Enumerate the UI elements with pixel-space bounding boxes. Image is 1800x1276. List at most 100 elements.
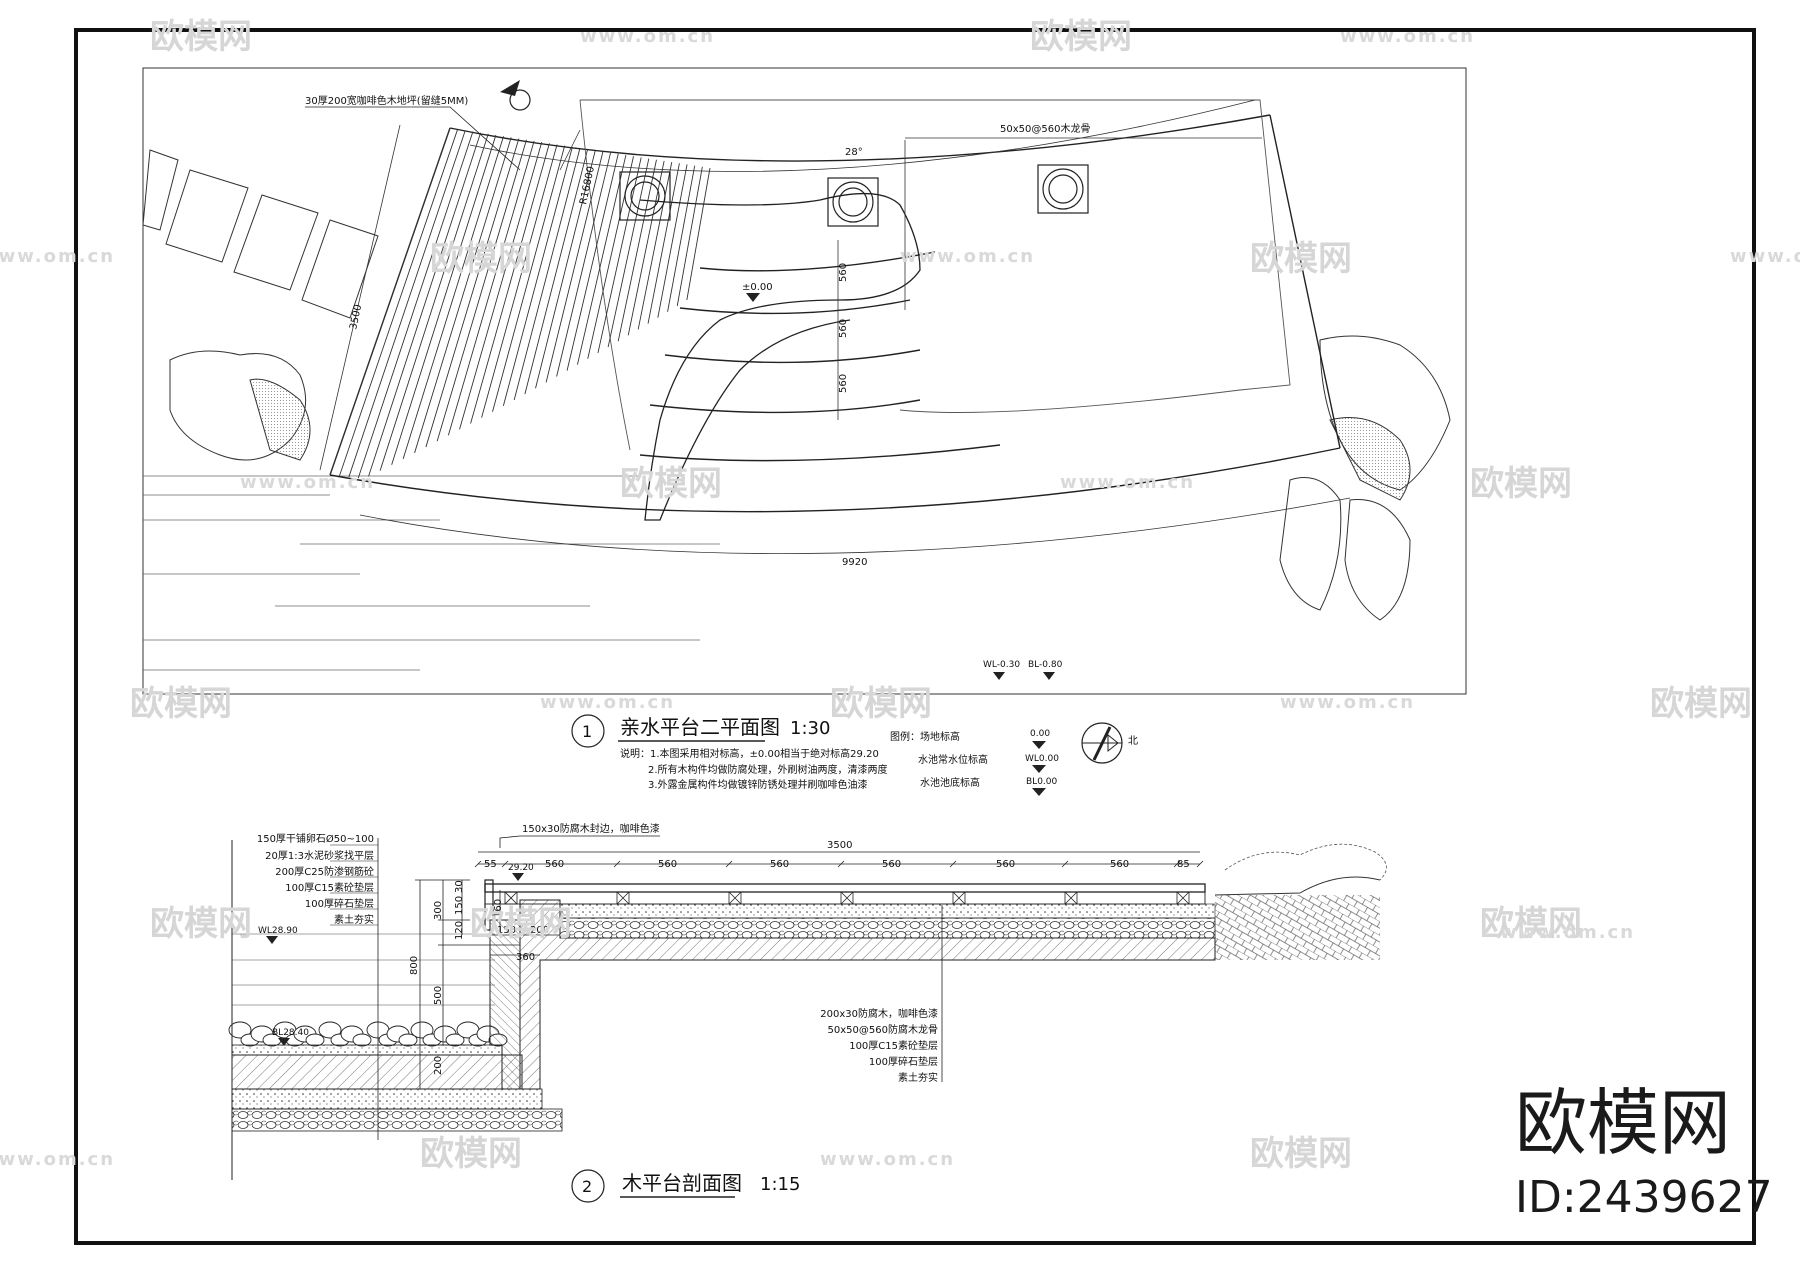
deck-board xyxy=(502,146,573,406)
edge-note: 150x30防腐木封边，咖啡色漆 xyxy=(522,822,660,835)
section-scale: 1:15 xyxy=(760,1174,800,1195)
deck-board xyxy=(576,154,627,365)
wl-mark xyxy=(993,672,1005,680)
plan-scale: 1:30 xyxy=(790,718,830,739)
concrete-slab xyxy=(231,1054,523,1090)
joist xyxy=(840,891,854,905)
watermark-site: www.om.cn xyxy=(0,246,115,267)
right-layer-2: 50x50@560防腐木龙骨 xyxy=(828,1023,938,1036)
decking-leader xyxy=(305,106,521,171)
deck-board xyxy=(657,164,688,318)
right-layer-5: 素土夯实 xyxy=(898,1071,938,1084)
watermark-brand: 欧模网 xyxy=(1250,1134,1352,1174)
watermark-site: www.om.cn xyxy=(240,472,375,493)
watermark-site: www.om.cn xyxy=(1280,692,1415,713)
water-lines xyxy=(143,475,720,671)
vdim-120: 120 xyxy=(454,921,465,940)
dim-tick xyxy=(725,860,733,868)
dim-85: 85 xyxy=(1177,859,1190,870)
dim-tick xyxy=(613,860,621,868)
deck-board xyxy=(637,162,673,330)
deck-board xyxy=(667,165,696,312)
section-bl-label: BL28.40 xyxy=(272,1028,309,1038)
decking-note: 30厚200宽咖啡色木地坪(留缝5MM) xyxy=(305,94,468,107)
watermark-brand: 欧模网 xyxy=(620,464,722,504)
hdim-150: 150 xyxy=(497,925,516,936)
section-gravel xyxy=(559,917,1216,939)
joist xyxy=(1064,891,1078,905)
left-layer-6: 素土夯实 xyxy=(334,913,374,926)
note-line-1: 说明：1.本图采用相对标高，±0.00相当于绝对标高29.20 xyxy=(620,747,879,760)
left-layer-3: 200厚C25防渗钢筋砼 xyxy=(275,865,374,878)
watermark-site: www.om.cn xyxy=(0,1149,115,1170)
elevation-mark xyxy=(746,293,760,302)
watermark-site: www.om.cn xyxy=(580,26,715,47)
decking-boards xyxy=(329,127,711,479)
watermark-brand: 欧模网 xyxy=(1480,904,1582,944)
legend-heading: 图例： xyxy=(890,730,920,743)
watermark-site: www.om.cn xyxy=(1500,922,1635,943)
joist-cross xyxy=(952,891,966,905)
joist-cross xyxy=(1064,891,1078,905)
dim-560-4: 560 xyxy=(882,859,901,870)
joist-cross xyxy=(1176,891,1190,905)
deck-board xyxy=(329,127,451,476)
watermark-brand: 欧模网 xyxy=(420,1134,522,1174)
dim-tick xyxy=(1196,860,1204,868)
dim-560-6: 560 xyxy=(1110,859,1129,870)
vdim-300: 300 xyxy=(433,901,444,920)
sheet-border xyxy=(74,28,1756,1245)
vdim-800: 800 xyxy=(409,956,420,975)
pebble xyxy=(228,1021,252,1039)
section-title: 木平台剖面图 xyxy=(622,1171,742,1195)
right-layer-3: 100厚C15素砼垫层 xyxy=(849,1039,938,1052)
left-layer-2: 20厚1:3水泥砂浆找平层 xyxy=(265,849,374,862)
deck-boards xyxy=(484,883,1206,893)
width-label: 3500 xyxy=(348,303,364,330)
section-wl-label: WL28.90 xyxy=(258,926,298,936)
deck-board xyxy=(607,158,650,348)
joist-band xyxy=(484,891,1206,905)
joist xyxy=(504,891,518,905)
arc-label: 9920 xyxy=(842,557,867,568)
watermark-brand: 欧模网 xyxy=(130,684,232,724)
deck-board xyxy=(566,153,619,371)
dim-560-2: 560 xyxy=(658,859,677,870)
legend: 图例： 场地标高 水池常水位标高 水池池底标高 0.00 WL0.00 BL0.… xyxy=(890,722,1138,796)
deck-board xyxy=(402,136,504,459)
dim-tick xyxy=(501,860,509,868)
legend-item-1-label: 场地标高 xyxy=(920,730,960,743)
joist-cross xyxy=(840,891,854,905)
deck-board xyxy=(524,149,589,395)
watermark-brand: 欧模网 xyxy=(150,17,252,57)
deck-board xyxy=(368,132,482,477)
vdim-30: 30 xyxy=(454,880,465,893)
deck-board xyxy=(338,129,459,477)
watermark-brand: 欧模网 xyxy=(1650,684,1752,724)
deck-board xyxy=(379,133,489,471)
joist xyxy=(1176,891,1190,905)
plan-dimensions xyxy=(319,99,1351,554)
plan-title-block: 1 亲水平台二平面图 1:30 说明：1.本图采用相对标高，±0.00相当于绝对… xyxy=(571,714,888,791)
deck-board xyxy=(676,166,703,306)
deck-board xyxy=(686,167,711,301)
section-cushion xyxy=(559,903,1216,919)
spacing-label-2: 560 xyxy=(838,319,849,338)
right-layer-1: 200x30防腐木，咖啡色漆 xyxy=(820,1007,938,1020)
deck-board xyxy=(447,140,535,436)
legend-item-3-symbol: BL0.00 xyxy=(1026,777,1058,787)
joist xyxy=(728,891,742,905)
deck-board xyxy=(545,151,604,383)
spacing-label-1: 560 xyxy=(838,263,849,282)
joist-note: 50x50@560木龙骨 xyxy=(1000,122,1090,135)
joist xyxy=(616,891,630,905)
dim-55: 55 xyxy=(484,859,497,870)
north-arrow-icon xyxy=(1081,722,1123,764)
brick-paving xyxy=(1215,895,1380,960)
gravel-layer xyxy=(231,1108,563,1132)
pool-lamps xyxy=(619,164,1089,227)
dim-tick xyxy=(949,860,957,868)
watermark-site: www.om.cn xyxy=(820,1149,955,1170)
legend-item-2-symbol: WL0.00 xyxy=(1025,754,1059,764)
